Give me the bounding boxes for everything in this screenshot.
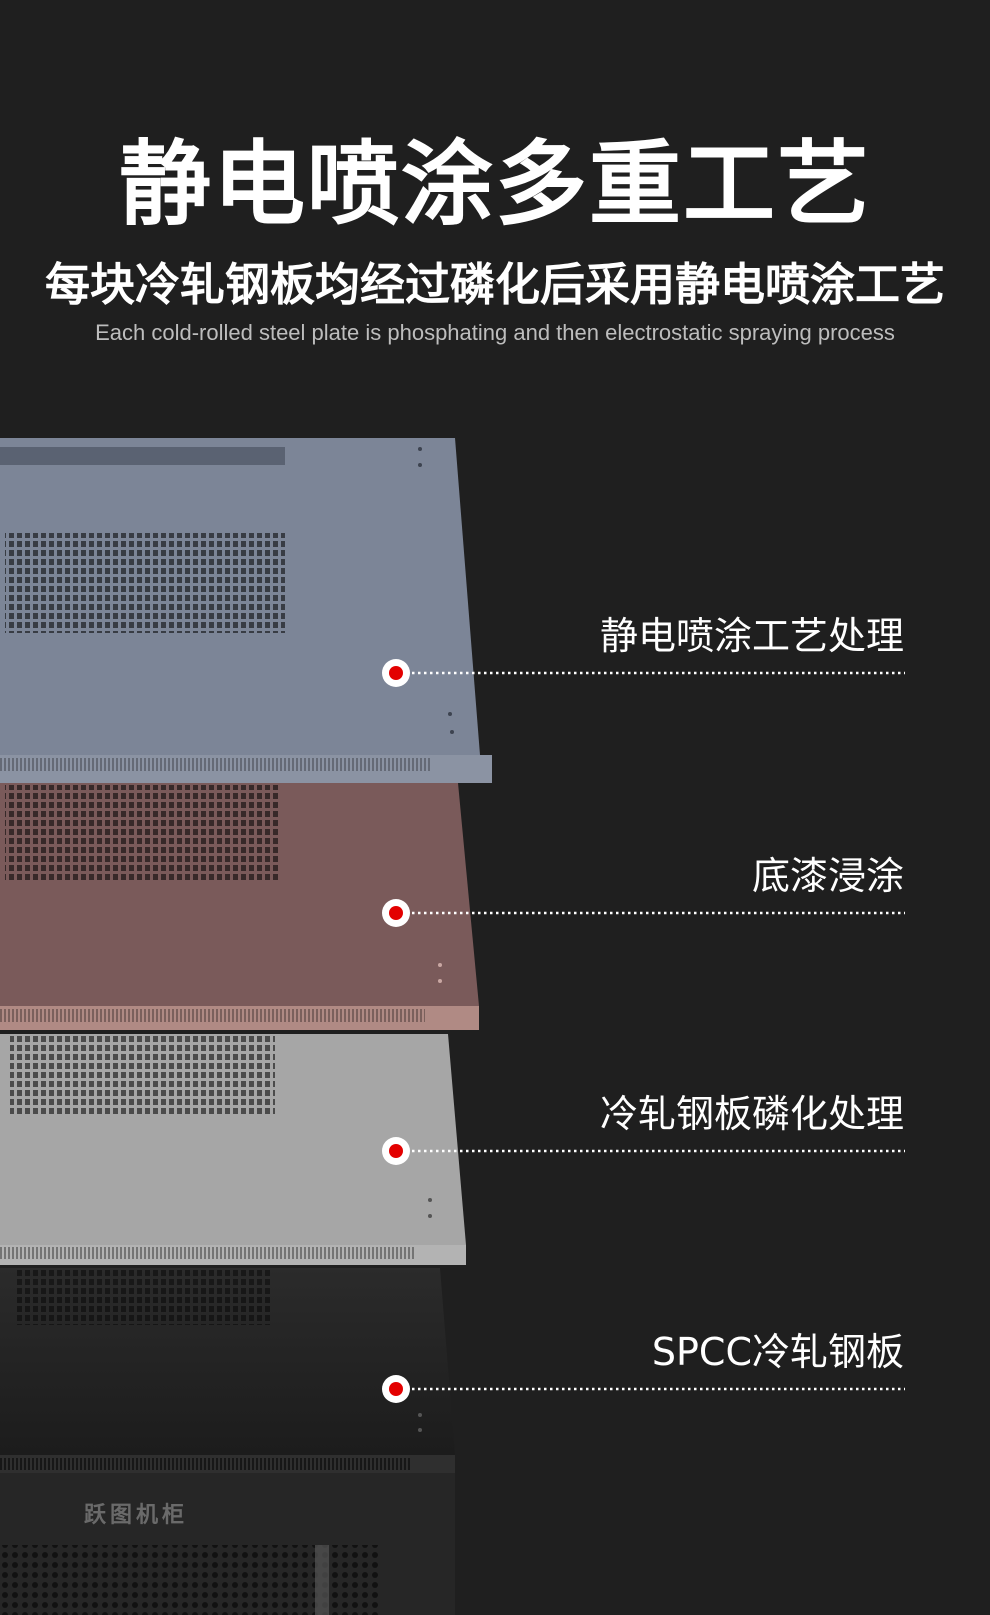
marker-dot-icon	[389, 1382, 403, 1396]
primer-plate	[0, 783, 479, 1030]
callout-2	[382, 899, 905, 927]
callout-3	[382, 1137, 905, 1165]
marker-dot-icon	[389, 1144, 403, 1158]
page-subtitle: 每块冷轧钢板均经过磷化后采用静电喷涂工艺	[44, 258, 945, 311]
marker-dot-icon	[389, 906, 403, 920]
callout-1	[382, 659, 905, 687]
powder-coated-plate	[0, 438, 492, 783]
marker-dot-icon	[389, 666, 403, 680]
callout-4	[382, 1375, 905, 1403]
layer-label-phosphating: 冷轧钢板磷化处理	[599, 1092, 904, 1136]
phosphated-plate	[0, 1034, 466, 1265]
layer-label-spray: 静电喷涂工艺处理	[599, 614, 904, 658]
english-subtitle: Each cold-rolled steel plate is phosphat…	[95, 320, 895, 345]
spcc-plate	[0, 1268, 455, 1615]
brand-logo-text: 跃图机柜	[84, 1503, 189, 1528]
page-title: 静电喷涂多重工艺	[118, 131, 871, 238]
layer-label-spcc: SPCC冷轧钢板	[651, 1330, 904, 1374]
layer-label-primer: 底漆浸涂	[751, 854, 904, 898]
